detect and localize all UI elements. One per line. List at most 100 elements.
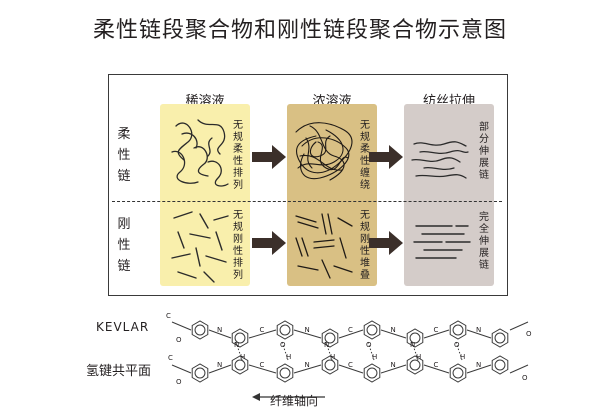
diagram-title: 柔性链段聚合物和刚性链段聚合物示意图: [92, 18, 507, 43]
atom-label: N: [391, 326, 396, 334]
atom-label: O: [280, 341, 286, 349]
benzene-ring: [363, 320, 381, 340]
aromatic-circle: [234, 359, 246, 371]
atom-label: O: [526, 330, 532, 338]
atom-label: N: [410, 341, 415, 349]
benzene-ring: [191, 363, 209, 383]
arrow-rigid-2: [369, 231, 403, 255]
note-flex-spin: 部分伸展链: [479, 122, 489, 181]
bond: [338, 329, 364, 339]
bond: [248, 364, 277, 374]
atom-label: N: [217, 361, 222, 369]
aromatic-circle: [324, 359, 336, 371]
atom-label: O: [366, 341, 372, 349]
atom-label: N: [476, 361, 481, 369]
fiber-axis-label: 纤维轴向: [270, 394, 319, 408]
row-label-flexible: 柔性链: [117, 127, 131, 184]
flexible-chains-concentrated: [295, 122, 353, 181]
arrow-flex-2: [369, 145, 403, 169]
bond: [423, 364, 450, 374]
bond: [171, 321, 192, 331]
benzene-ring: [363, 363, 381, 383]
kevlar-label: KEVLAR: [96, 320, 150, 334]
bond: [380, 364, 407, 374]
atom-label: O: [176, 378, 182, 386]
note-rigid-spin: 完全伸展链: [479, 212, 489, 271]
atom-label: H: [460, 353, 465, 361]
bond: [338, 364, 364, 374]
atom-label: H: [372, 353, 377, 361]
atom-label: N: [305, 361, 310, 369]
row-label-rigid: 刚性链: [117, 217, 131, 274]
rigid-chains-spun: [413, 225, 471, 259]
arrow-rigid-1: [252, 231, 286, 255]
rigid-chains-concentrated: [295, 213, 353, 279]
aromatic-circle: [494, 332, 506, 344]
note-rigid-conc: 无规刚性堆叠: [360, 210, 370, 281]
benzene-ring: [276, 320, 294, 340]
aromatic-circle: [366, 367, 378, 379]
atom-label: C: [260, 326, 265, 334]
aromatic-circle: [279, 324, 291, 336]
bond: [509, 321, 529, 331]
aromatic-circle: [234, 332, 246, 344]
benzene-ring: [491, 328, 509, 348]
atom-label: N: [234, 341, 239, 349]
aromatic-circle: [409, 359, 421, 371]
benzene-ring: [406, 328, 424, 348]
bond: [208, 364, 232, 374]
atom-label: C: [348, 326, 353, 334]
atom-label: N: [305, 326, 310, 334]
aromatic-circle: [409, 332, 421, 344]
atom-label: H: [416, 353, 421, 361]
bond: [248, 329, 277, 339]
atom-label: O: [522, 374, 528, 382]
bond: [509, 364, 529, 374]
diagram-frame: [108, 74, 508, 296]
benzene-ring: [321, 355, 339, 375]
aromatic-circle: [452, 324, 464, 336]
atom-label: N: [324, 341, 329, 349]
atom-label: C: [168, 354, 173, 362]
panel-spinning: [404, 104, 494, 286]
aromatic-circle: [494, 359, 506, 371]
flexible-chains-dilute: [171, 119, 229, 187]
bond: [466, 364, 492, 374]
atom-label: C: [166, 312, 171, 320]
atom-label: C: [434, 361, 439, 369]
atom-label: N: [391, 361, 396, 369]
aromatic-circle: [324, 332, 336, 344]
flexible-chains-spun: [411, 141, 469, 179]
rigid-chains-dilute: [171, 211, 229, 283]
atom-label: C: [260, 361, 265, 369]
note-rigid-dilute: 无规刚性排列: [233, 210, 243, 281]
aromatic-circle: [194, 324, 206, 336]
bond: [380, 329, 407, 339]
note-flex-conc: 无规柔性缠绕: [360, 120, 370, 191]
benzene-ring: [321, 328, 339, 348]
benzene-ring: [491, 355, 509, 375]
atom-label: C: [434, 326, 439, 334]
bond: [293, 329, 322, 339]
benzene-ring: [231, 355, 249, 375]
bond: [171, 364, 192, 374]
row-divider-dashed: [112, 201, 502, 202]
atom-label: H: [330, 353, 335, 361]
bond: [293, 364, 322, 374]
hydrogen-bond-label: 氢键共平面: [86, 364, 152, 379]
atom-label: O: [454, 341, 460, 349]
benzene-ring: [276, 363, 294, 383]
benzene-ring: [231, 328, 249, 348]
benzene-ring: [449, 363, 467, 383]
bond: [466, 329, 492, 339]
atom-label: H: [240, 353, 245, 361]
benzene-ring: [406, 355, 424, 375]
note-flex-dilute: 无规柔性排列: [233, 120, 243, 191]
panel-dilute: [160, 104, 250, 286]
benzene-ring: [449, 320, 467, 340]
atom-label: H: [286, 353, 291, 361]
arrow-flex-1: [252, 145, 286, 169]
aromatic-circle: [194, 367, 206, 379]
aromatic-circle: [366, 324, 378, 336]
